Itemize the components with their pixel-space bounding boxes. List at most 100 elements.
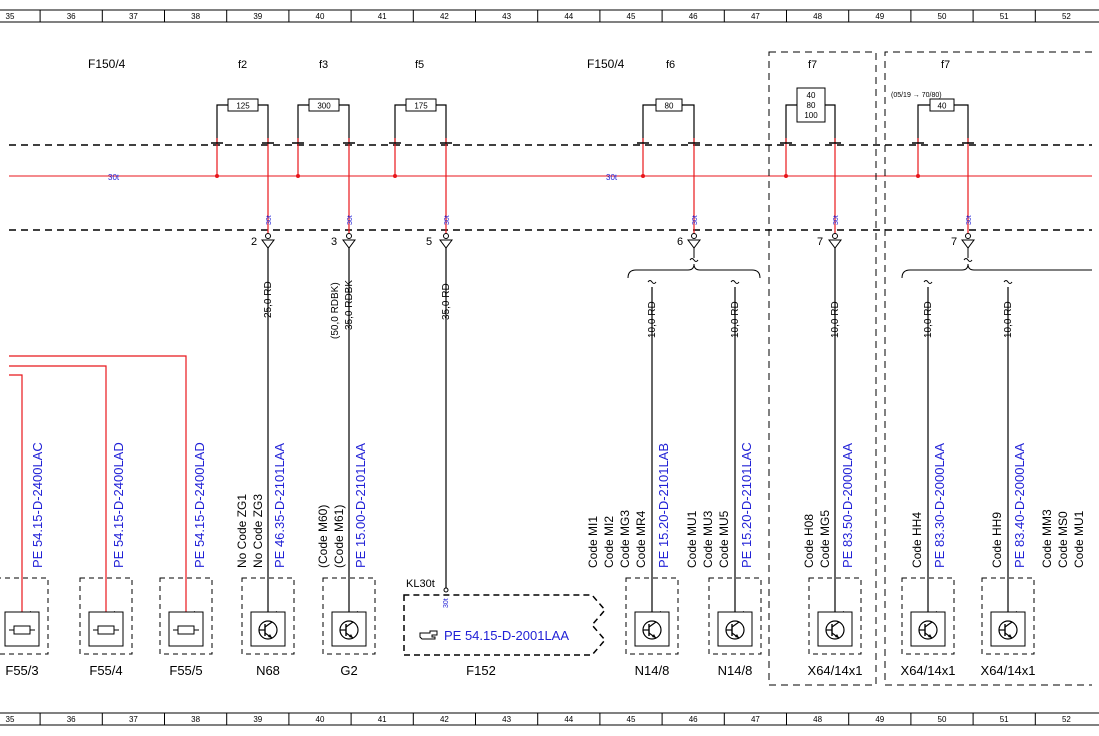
code-n68-2: No Code ZG3 [251,494,265,568]
wires-red-left [9,355,195,619]
fuse-symbol-icon [173,625,199,635]
component-label: X64/14x1 [808,663,863,678]
ruler-number: 35 [6,12,15,21]
ruler-number: 40 [316,12,325,21]
code-n14a-3: Code MG3 [618,510,632,568]
hand-pointer-icon [419,630,438,640]
ruler-number: 42 [440,12,449,21]
ref-link-f55-3[interactable]: PE 54.15-D-2400LAC [30,442,45,568]
transistor-symbol-icon [258,620,278,640]
ref-link-g2[interactable]: PE 15.00-D-2101LAA [353,443,368,568]
pin-connectors [261,233,975,249]
terminal-tags: 30t 30t 30t 30t 30t 30t [266,215,973,225]
component-label: N14/8 [718,663,753,678]
terminal-tag-f3: 30t [347,215,354,225]
component-n14a: N14/8 [625,577,679,678]
ref-link-f55-4[interactable]: PE 54.15-D-2400LAD [111,442,126,568]
fuse-symbol-icon [9,625,35,635]
header-f150-right: F150/4 [587,57,625,71]
component-label: X64/14x1 [901,663,956,678]
transistor-symbol-icon [825,620,845,640]
ruler-number: 45 [627,715,636,724]
wire-label-n68: 25,0 RD [263,281,274,318]
code-x64b-1: Code HH4 [910,512,924,568]
wire-label-n14b: 10,0 RD [730,301,741,338]
ruler-number: 46 [689,12,698,21]
kl30t-terminal [443,587,449,593]
ruler-number: 41 [378,715,387,724]
wire-label-x64c: 10,0 RD [1003,301,1014,338]
ref-link-x64b[interactable]: PE 83.30-D-2000LAA [932,443,947,568]
ruler-number: 39 [253,715,262,724]
ruler-number: 51 [1000,12,1009,21]
code-x64a-2: Code MG5 [818,510,832,568]
terminal-tag-f2: 30t [266,215,273,225]
fuse-f7b-note: (05/19 → 70/80) [891,92,942,99]
fuse-f5-rating: 175 [414,102,428,111]
code-n14b-3: Code MU5 [717,510,731,568]
fuse-f7a: 40 80 100 [780,87,841,234]
wire-label-f152: 35,0 RD [441,283,452,320]
ruler-number: 38 [191,12,200,21]
ruler-number: 49 [875,12,884,21]
region-box-f7a [768,51,877,686]
transistor-symbol-icon [918,620,938,640]
code-x64a-1: Code H08 [802,514,816,568]
header-f3: f3 [319,59,328,71]
component-n68: N68 [241,577,295,678]
ruler-number: 46 [689,715,698,724]
fuse-f2-rating: 125 [236,102,250,111]
ref-link-x64c[interactable]: PE 83.40-D-2000LAA [1012,443,1027,568]
ruler-number: 51 [1000,715,1009,724]
ref-link-x64a[interactable]: PE 83.50-D-2000LAA [840,443,855,568]
header-f150-left: F150/4 [88,57,126,71]
code-labels: No Code ZG1 No Code ZG3 (Code M60) (Code… [235,494,1086,568]
terminal-tag-f6: 30t [692,215,699,225]
fuse-f6-rating: 80 [665,102,674,111]
ruler-number: 43 [502,12,511,21]
ruler-number: 44 [564,12,573,21]
wire-labels: 25,0 RD (50,0 RDBK) 35,0 RDBK 35,0 RD 10… [263,280,1014,339]
ruler-number: 48 [813,715,822,724]
ruler-number: 43 [502,715,511,724]
ref-link-n68[interactable]: PE 46.35-D-2101LAA [272,443,287,568]
ref-link-f152[interactable]: PE 54.15-D-2001LAA [444,628,569,643]
fuse-f5: 175 [389,98,452,234]
transistor-symbol-icon [339,620,359,640]
component-label-f152: F152 [466,663,496,678]
wire-label-g2-1: (50,0 RDBK) [330,282,341,339]
ruler-number: 48 [813,12,822,21]
ruler-number: 52 [1062,715,1071,724]
component-label: F55/5 [169,663,202,678]
code-x64c-extra-2: Code MS0 [1056,511,1070,568]
header-f5: f5 [415,59,424,71]
ruler-number: 42 [440,715,449,724]
pin-number-5: 5 [426,236,432,248]
component-g2: G2 [322,577,376,678]
component-label: X64/14x1 [981,663,1036,678]
component-x64b: X64/14x1 [901,577,956,678]
pin-number-2: 2 [251,236,257,248]
code-g2-1: (Code M60) [316,505,330,568]
ref-link-n14b[interactable]: PE 15.20-D-2101LAC [739,442,754,568]
header-f7a: f7 [808,59,817,71]
ruler-number: 35 [6,715,15,724]
component-x64a: X64/14x1 [808,577,863,678]
fuse-symbol-icon [93,625,119,635]
ref-link-n14a[interactable]: PE 15.20-D-2101LAB [656,443,671,568]
component-f55-5: F55/5 [159,577,213,678]
ruler-number: 45 [627,12,636,21]
terminal-tag-f5: 30t [444,215,451,225]
ref-link-f55-5[interactable]: PE 54.15-D-2400LAD [192,442,207,568]
code-g2-2: (Code M61) [332,505,346,568]
region-box-f7b [884,51,1092,686]
ruler-number: 39 [253,12,262,21]
connector-pin-7a [828,233,842,249]
pin-numbers: 2 3 5 6 7 7 [251,236,957,248]
ruler-number: 47 [751,12,760,21]
header-f7b: f7 [941,59,950,71]
ruler-number: 36 [67,715,76,724]
code-x64c-1: Code HH9 [990,512,1004,568]
